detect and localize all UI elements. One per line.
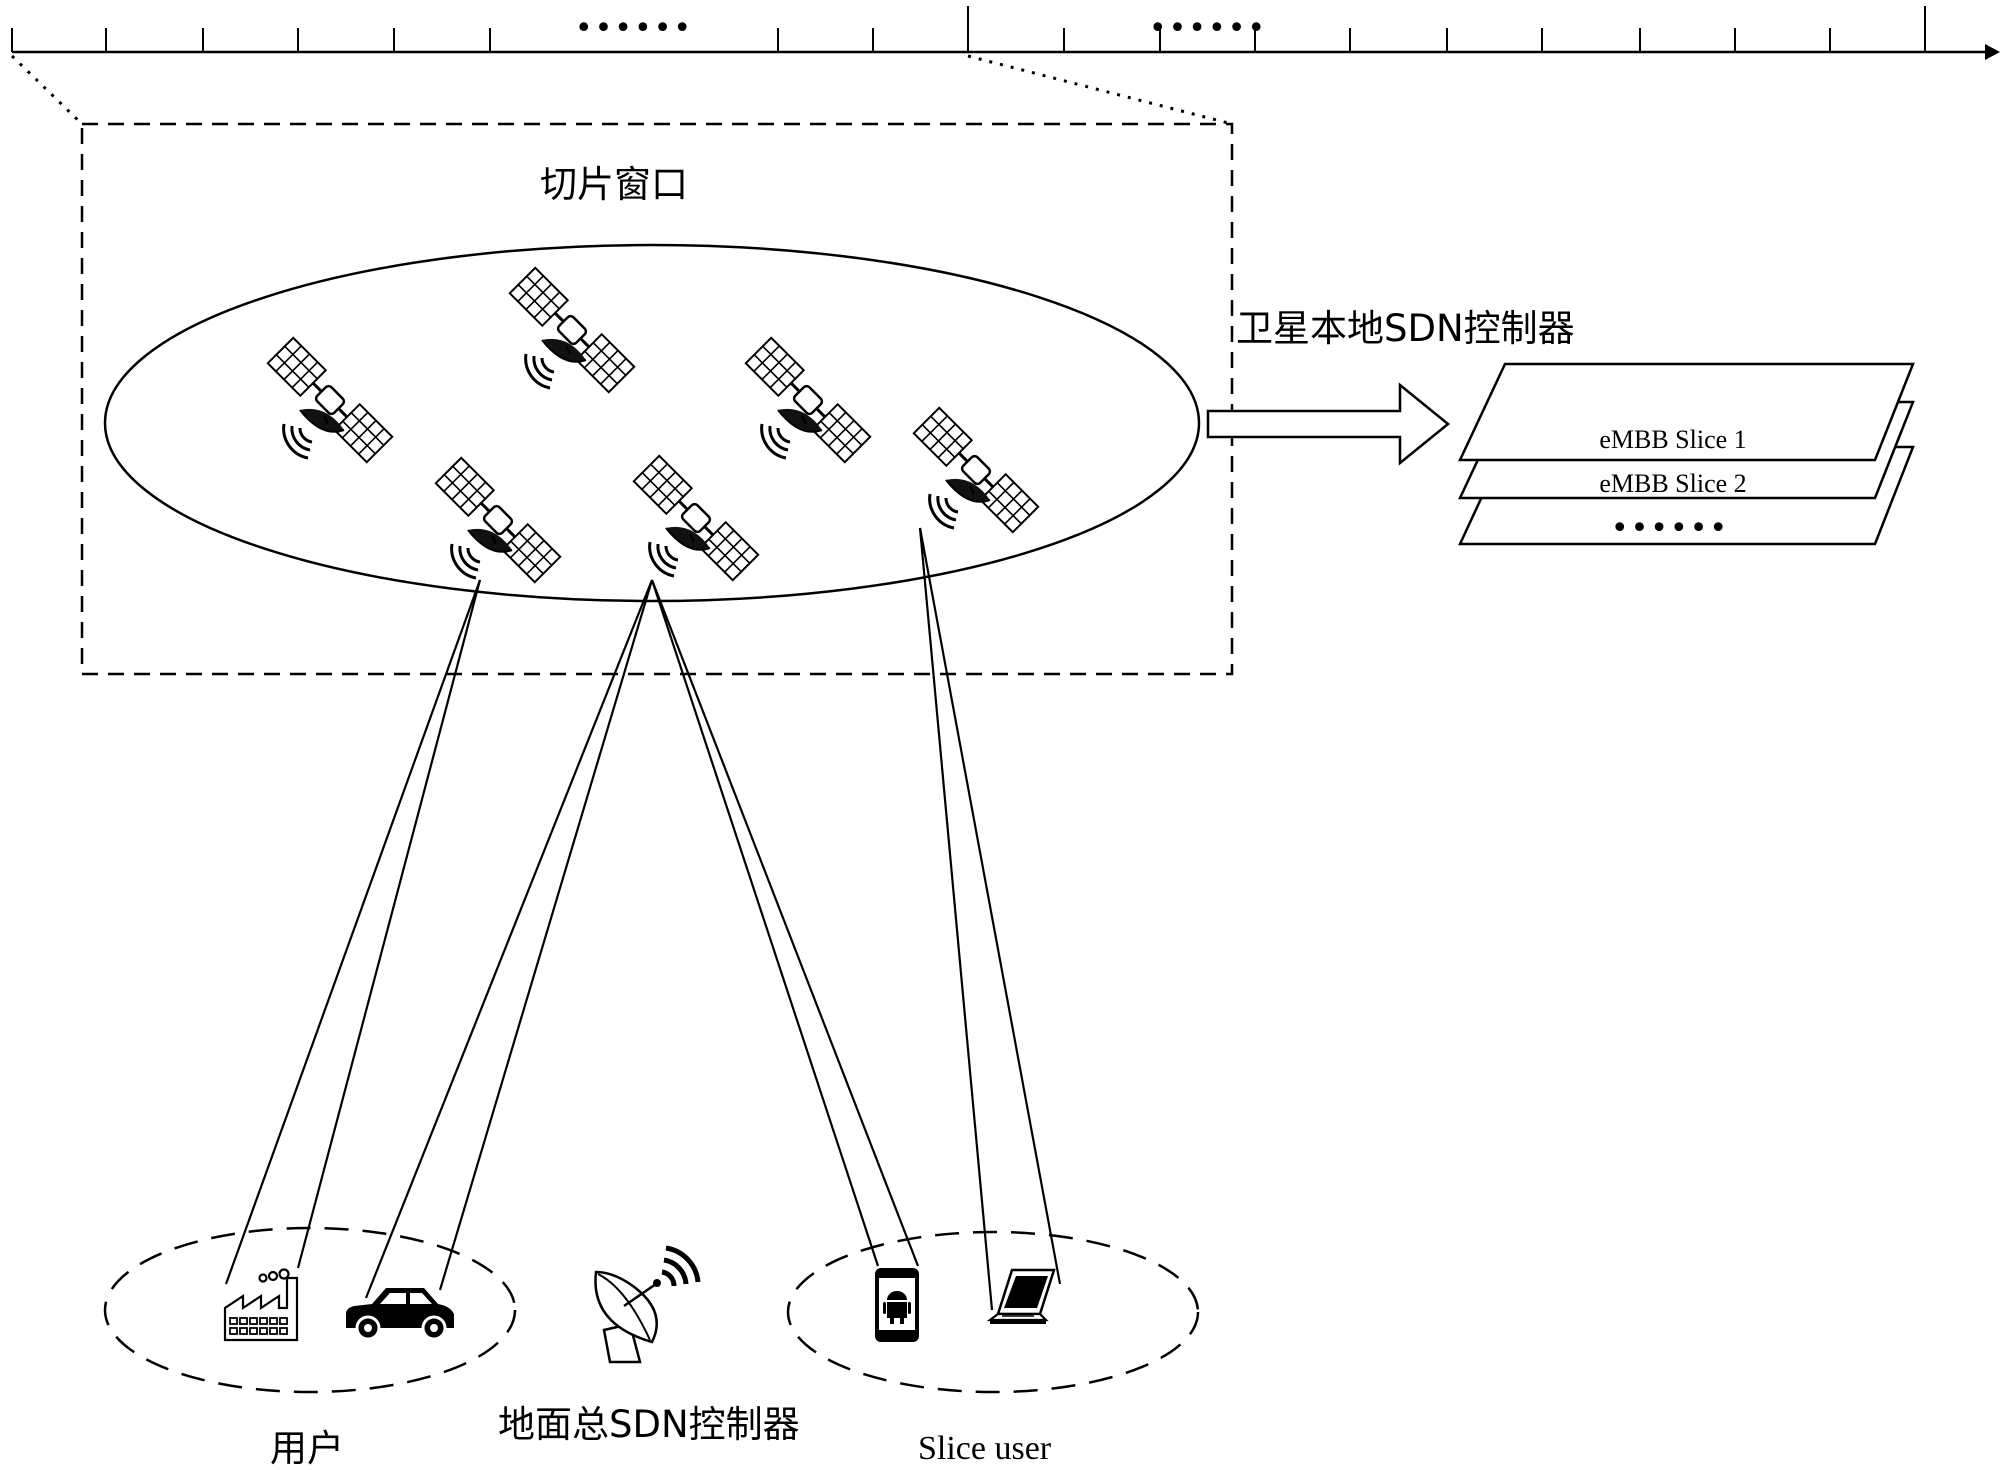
- users-label: 用户: [270, 1427, 344, 1470]
- factory-icon: [223, 1268, 299, 1342]
- slice-label-2: eMBB Slice 2: [1599, 469, 1746, 498]
- satellite-icon: [912, 406, 1040, 534]
- ground-controller-label: 地面总SDN控制器: [498, 1403, 800, 1446]
- satellite-orbit-ellipse: [103, 243, 1201, 603]
- timeline: •••••• ••••••: [10, 6, 2000, 126]
- dish-antenna-icon: [594, 1245, 701, 1364]
- satellites: [266, 266, 1040, 584]
- satellite-icon: [434, 456, 562, 584]
- satellite-icon: [266, 336, 394, 464]
- satellite-icon: [508, 266, 636, 394]
- timeline-ellipsis-left: ••••••: [575, 11, 693, 46]
- car-icon: [346, 1288, 454, 1341]
- controller-arrow-icon: [1206, 382, 1450, 466]
- slice-window-box: [80, 122, 1234, 676]
- user-group-ellipse: [103, 1226, 517, 1394]
- timeline-ellipsis-right: ••••••: [1149, 11, 1267, 46]
- beams: [224, 527, 1062, 1311]
- timeline-arrow-icon: [1985, 44, 2000, 60]
- smartphone-icon: [875, 1268, 919, 1342]
- slice-label-1: eMBB Slice 1: [1599, 425, 1746, 454]
- slice-user-group-ellipse: [786, 1230, 1200, 1394]
- slice-stack: eMBB Slice 1 eMBB Slice 2 ••••••: [1458, 362, 1915, 546]
- slice-window-title: 切片窗口: [540, 163, 688, 206]
- slice-layer-1: [1458, 362, 1915, 462]
- satellite-icon: [632, 454, 760, 582]
- local-controller-label: 卫星本地SDN控制器: [1236, 307, 1575, 350]
- satellite-icon: [744, 336, 872, 464]
- laptop-icon: [986, 1268, 1056, 1324]
- slice-user-label: Slice user: [918, 1430, 1052, 1467]
- slice-more-ellipsis: ••••••: [1611, 511, 1729, 546]
